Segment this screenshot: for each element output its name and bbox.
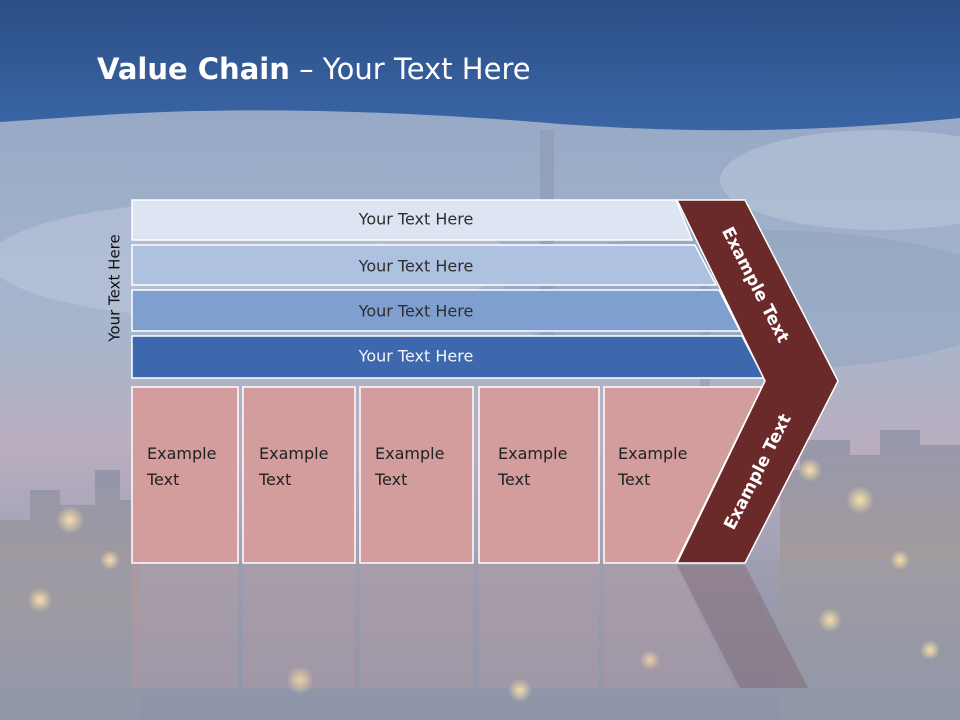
activity-box-3-shape bbox=[359, 386, 474, 564]
slide-title: Value Chain – Your Text Here bbox=[97, 52, 531, 87]
support-bar-2[interactable]: Your Text Here bbox=[131, 244, 718, 286]
title-bold: Value Chain bbox=[97, 52, 290, 86]
activity-box-1-line1: Example bbox=[147, 444, 216, 463]
activity-box-3[interactable]: Example Text bbox=[359, 386, 474, 564]
activity-box-3-line1: Example bbox=[375, 444, 444, 463]
activity-box-3-line2: Text bbox=[374, 470, 407, 489]
support-bar-1-label: Your Text Here bbox=[358, 210, 474, 229]
activity-box-2-shape bbox=[242, 386, 356, 564]
support-bar-3-label: Your Text Here bbox=[358, 302, 474, 321]
support-bar-3[interactable]: Your Text Here bbox=[131, 289, 742, 332]
activity-box-5-shape bbox=[603, 386, 764, 564]
activity-box-4-line2: Text bbox=[497, 470, 530, 489]
activity-box-4[interactable]: Example Text bbox=[478, 386, 600, 564]
support-bar-4-label: Your Text Here bbox=[358, 347, 474, 366]
support-bar-4[interactable]: Your Text Here bbox=[131, 335, 766, 379]
activity-box-5-line1: Example bbox=[618, 444, 687, 463]
title-rest: – Your Text Here bbox=[289, 52, 531, 86]
activity-box-2-line2: Text bbox=[258, 470, 291, 489]
activity-box-1[interactable]: Example Text bbox=[131, 386, 239, 564]
activity-box-5-line2: Text bbox=[617, 470, 650, 489]
activity-box-4-line1: Example bbox=[498, 444, 567, 463]
activity-box-4-shape bbox=[478, 386, 600, 564]
activity-box-2[interactable]: Example Text bbox=[242, 386, 356, 564]
support-bar-2-label: Your Text Here bbox=[358, 257, 474, 276]
activity-box-2-line1: Example bbox=[259, 444, 328, 463]
support-bar-1[interactable]: Your Text Here bbox=[131, 199, 694, 241]
chevron-arrow[interactable]: Example Text Example Text bbox=[675, 199, 839, 564]
support-bar-1-shape bbox=[131, 199, 694, 241]
diagram-reflection bbox=[132, 565, 808, 688]
activity-box-5[interactable]: Example Text bbox=[603, 386, 764, 564]
support-bar-2-shape bbox=[131, 244, 718, 286]
activity-box-1-shape bbox=[131, 386, 239, 564]
chevron-arrow-shape bbox=[675, 199, 839, 564]
side-label: Your Text Here bbox=[106, 234, 124, 342]
activity-box-1-line2: Text bbox=[146, 470, 179, 489]
